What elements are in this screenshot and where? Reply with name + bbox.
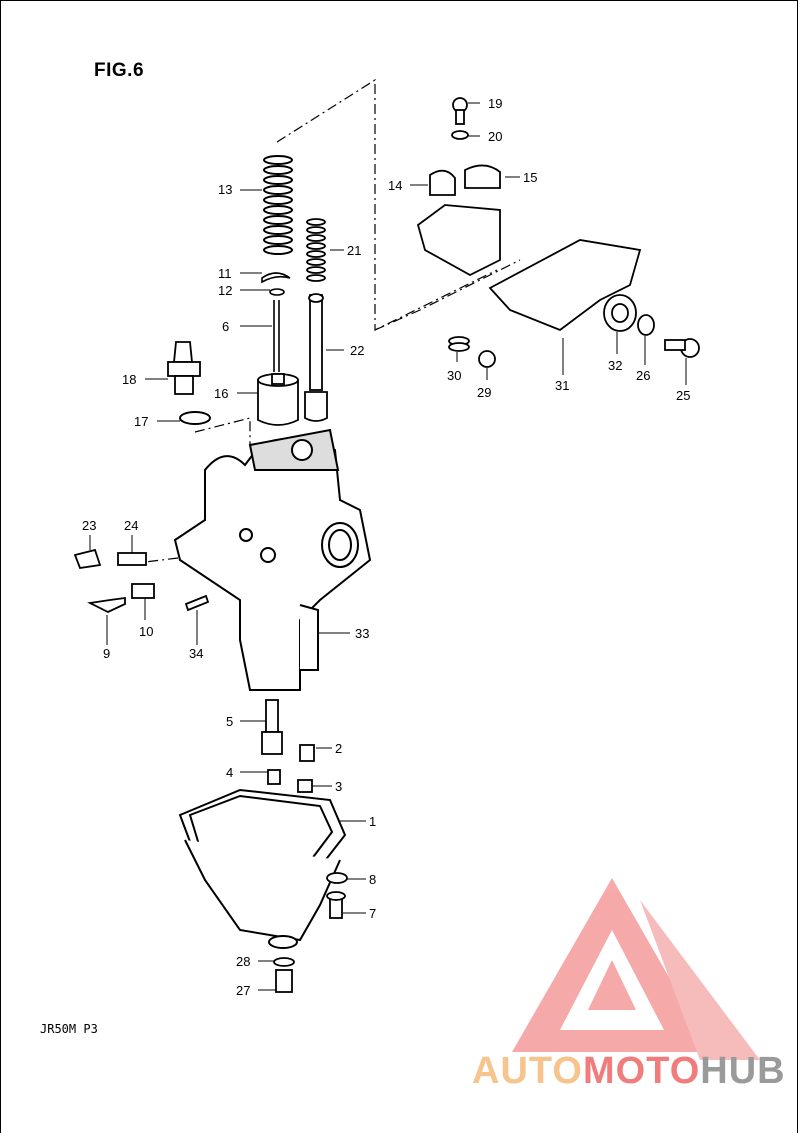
assembly-lines xyxy=(144,78,521,563)
callout-3: 3 xyxy=(335,779,342,794)
gasket-17-icon xyxy=(179,411,211,425)
watermark-part1: AUTO xyxy=(472,1050,583,1092)
callout-26: 26 xyxy=(636,368,650,383)
callout-22: 22 xyxy=(350,343,364,358)
spring-13-icon xyxy=(263,155,293,255)
model-code: JR50M P3 xyxy=(40,1022,98,1036)
callout-13: 13 xyxy=(218,182,232,197)
callout-15: 15 xyxy=(523,170,537,185)
watermark-part3: HUB xyxy=(700,1050,786,1092)
callout-1: 1 xyxy=(369,814,376,829)
watermark-wordmark: AUTOMOTOHUB xyxy=(472,1050,786,1093)
starter-plunger-22-icon xyxy=(304,293,328,422)
callout-28: 28 xyxy=(236,954,250,969)
watermark-part2: MOTO xyxy=(582,1050,701,1092)
callout-30: 30 xyxy=(447,368,461,383)
callout-6: 6 xyxy=(222,319,229,334)
callout-14: 14 xyxy=(388,178,402,193)
callout-23: 23 xyxy=(82,518,96,533)
spring-21-icon xyxy=(306,218,326,282)
callout-20: 20 xyxy=(488,129,502,144)
small-parts-icon xyxy=(73,97,700,993)
callout-24: 24 xyxy=(124,518,138,533)
callout-25: 25 xyxy=(676,388,690,403)
callout-17: 17 xyxy=(134,414,148,429)
callout-21: 21 xyxy=(347,243,361,258)
clip-and-needle-icon xyxy=(261,272,291,372)
callout-2: 2 xyxy=(335,741,342,756)
callout-5: 5 xyxy=(226,714,233,729)
callout-18: 18 xyxy=(122,372,136,387)
callout-32: 32 xyxy=(608,358,622,373)
float-bowl-icon xyxy=(178,788,347,949)
callout-33: 33 xyxy=(355,626,369,641)
carburetor-body-icon xyxy=(173,428,372,691)
callout-11: 11 xyxy=(218,266,232,281)
watermark-logo-icon xyxy=(512,878,760,1060)
callout-9: 9 xyxy=(103,646,110,661)
callout-31: 31 xyxy=(555,378,569,393)
callout-29: 29 xyxy=(477,385,491,400)
callout-7: 7 xyxy=(369,906,376,921)
leader-lines xyxy=(89,102,687,991)
callout-19: 19 xyxy=(488,96,502,111)
callout-4: 4 xyxy=(226,765,233,780)
fitting-18-icon xyxy=(167,341,201,395)
figure-title: FIG.6 xyxy=(94,60,145,81)
callout-34: 34 xyxy=(189,646,203,661)
callout-27: 27 xyxy=(236,983,250,998)
callout-8: 8 xyxy=(369,872,376,887)
callout-labels: 13 11 12 6 18 16 17 21 22 19 20 14 15 30… xyxy=(82,96,690,998)
throttle-valve-16-icon xyxy=(257,373,299,426)
callout-10: 10 xyxy=(139,624,153,639)
callout-16: 16 xyxy=(214,386,228,401)
callout-12: 12 xyxy=(218,283,232,298)
